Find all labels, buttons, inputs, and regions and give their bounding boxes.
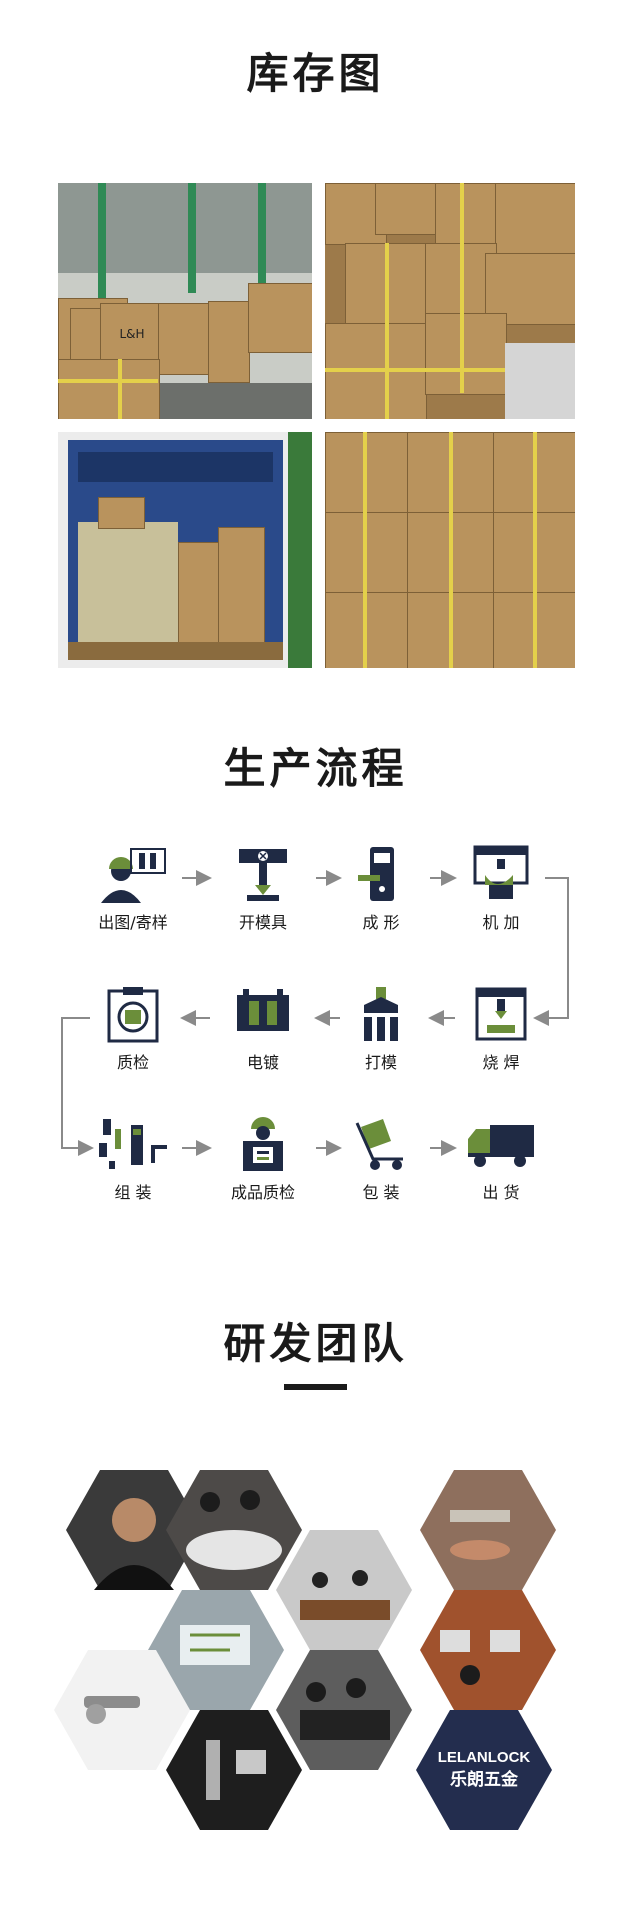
step-design: 出图/寄样 bbox=[78, 845, 188, 933]
lock-product-hexagon bbox=[166, 1710, 302, 1830]
step-label: 开模具 bbox=[238, 913, 287, 932]
step-label: 出 货 bbox=[482, 1183, 520, 1202]
step-label: 包 装 bbox=[362, 1183, 400, 1202]
step-machining: 机 加 bbox=[446, 845, 556, 933]
step-label: 烧 焊 bbox=[482, 1053, 520, 1072]
step-label: 机 加 bbox=[482, 913, 520, 932]
packing-cart-icon bbox=[355, 1119, 403, 1170]
step-assembly: 组 装 bbox=[78, 1115, 188, 1203]
inspection-icon bbox=[107, 987, 159, 1043]
step-quality-check: 质检 bbox=[78, 985, 188, 1073]
brand-logo-top: LELANLOCK bbox=[438, 1749, 531, 1766]
step-label: 出图/寄样 bbox=[98, 913, 168, 932]
drill-press-icon bbox=[239, 849, 287, 901]
title-underline bbox=[284, 1384, 347, 1390]
stacked-boxes-photo bbox=[325, 183, 575, 419]
warehouse-photo: L&H bbox=[58, 183, 312, 419]
team-title: 研发团队 bbox=[223, 1319, 408, 1368]
labeled-boxes-photo bbox=[325, 432, 575, 668]
step-welding: 烧 焊 bbox=[446, 985, 556, 1073]
step-label: 组 装 bbox=[114, 1183, 152, 1202]
welding-icon bbox=[475, 987, 527, 1041]
computers-hexagon bbox=[420, 1590, 556, 1710]
step-label: 质检 bbox=[116, 1053, 149, 1072]
step-plating: 电镀 bbox=[208, 985, 318, 1073]
step-label: 打模 bbox=[364, 1053, 397, 1072]
brand-logo-hexagon bbox=[416, 1710, 552, 1830]
step-molding: 打模 bbox=[326, 985, 436, 1073]
step-mold-open: 开模具 bbox=[208, 845, 318, 933]
final-inspection-icon bbox=[243, 1117, 283, 1171]
container-photo bbox=[58, 432, 312, 668]
step-label: 电镀 bbox=[246, 1053, 279, 1072]
machine-hexagon bbox=[420, 1470, 556, 1590]
hinge-product-hexagon bbox=[54, 1650, 190, 1770]
office-hexagon bbox=[276, 1530, 412, 1650]
designer-icon bbox=[101, 848, 166, 903]
inventory-title: 库存图 bbox=[246, 49, 385, 98]
mold-icon bbox=[364, 987, 398, 1041]
truck-icon bbox=[468, 1125, 534, 1167]
assembly-icon bbox=[99, 1119, 167, 1169]
step-packing: 包 装 bbox=[326, 1115, 436, 1203]
brand-logo-bottom: 乐朗五金 bbox=[450, 1769, 519, 1790]
team-hexagon-collage: LELANLOCK 乐朗五金 bbox=[54, 1470, 556, 1830]
plating-icon bbox=[237, 989, 289, 1031]
step-label: 成 形 bbox=[362, 913, 400, 932]
step-label: 成品质检 bbox=[230, 1183, 295, 1202]
step-forming: 成 形 bbox=[326, 845, 436, 933]
machining-icon bbox=[473, 845, 529, 899]
step-shipping: 出 货 bbox=[446, 1115, 556, 1203]
process-title: 生产流程 bbox=[223, 744, 408, 793]
box-label: L&H bbox=[100, 303, 164, 367]
step-final-inspection: 成品质检 bbox=[208, 1115, 318, 1203]
lock-form-icon bbox=[358, 847, 394, 901]
